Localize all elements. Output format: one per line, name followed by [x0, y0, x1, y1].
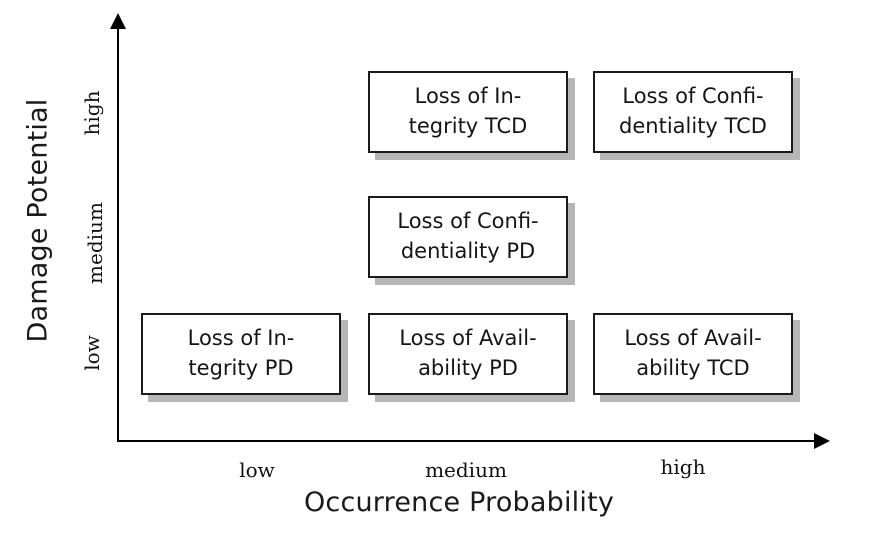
- cell-high-high[interactable]: Loss of Confi- dentiality TCD: [593, 71, 793, 153]
- y-axis-tick-low: low: [80, 335, 104, 371]
- cell-label: Loss of Avail- ability PD: [399, 326, 537, 380]
- x-axis-arrow-icon: [814, 433, 830, 449]
- y-axis-tick-high: high: [80, 90, 104, 136]
- x-axis-title: Occurrence Probability: [303, 487, 615, 518]
- y-axis-title: Damage Potential: [22, 98, 54, 343]
- cell-label: Loss of In- tegrity TCD: [408, 84, 528, 138]
- y-axis-tick-medium: medium: [83, 202, 107, 284]
- x-axis-tick-high: high: [660, 455, 706, 479]
- cell-medium-high[interactable]: Loss of In- tegrity TCD: [368, 71, 568, 153]
- x-axis-tick-medium: medium: [425, 458, 507, 482]
- cell-medium-medium[interactable]: Loss of Confi- dentiality PD: [368, 196, 568, 278]
- cell-label: Loss of Avail- ability TCD: [624, 326, 762, 380]
- x-axis-tick-low: low: [239, 458, 275, 482]
- cell-low-low[interactable]: Loss of In- tegrity PD: [141, 313, 341, 395]
- cell-label: Loss of Confi- dentiality PD: [397, 209, 539, 263]
- cell-label: Loss of Confi- dentiality TCD: [619, 84, 767, 138]
- cell-medium-low[interactable]: Loss of Avail- ability PD: [368, 313, 568, 395]
- cell-label: Loss of In- tegrity PD: [187, 326, 295, 380]
- x-axis-line: [117, 440, 822, 442]
- y-axis-line: [117, 26, 119, 442]
- y-axis-arrow-icon: [110, 13, 126, 29]
- cell-high-low[interactable]: Loss of Avail- ability TCD: [593, 313, 793, 395]
